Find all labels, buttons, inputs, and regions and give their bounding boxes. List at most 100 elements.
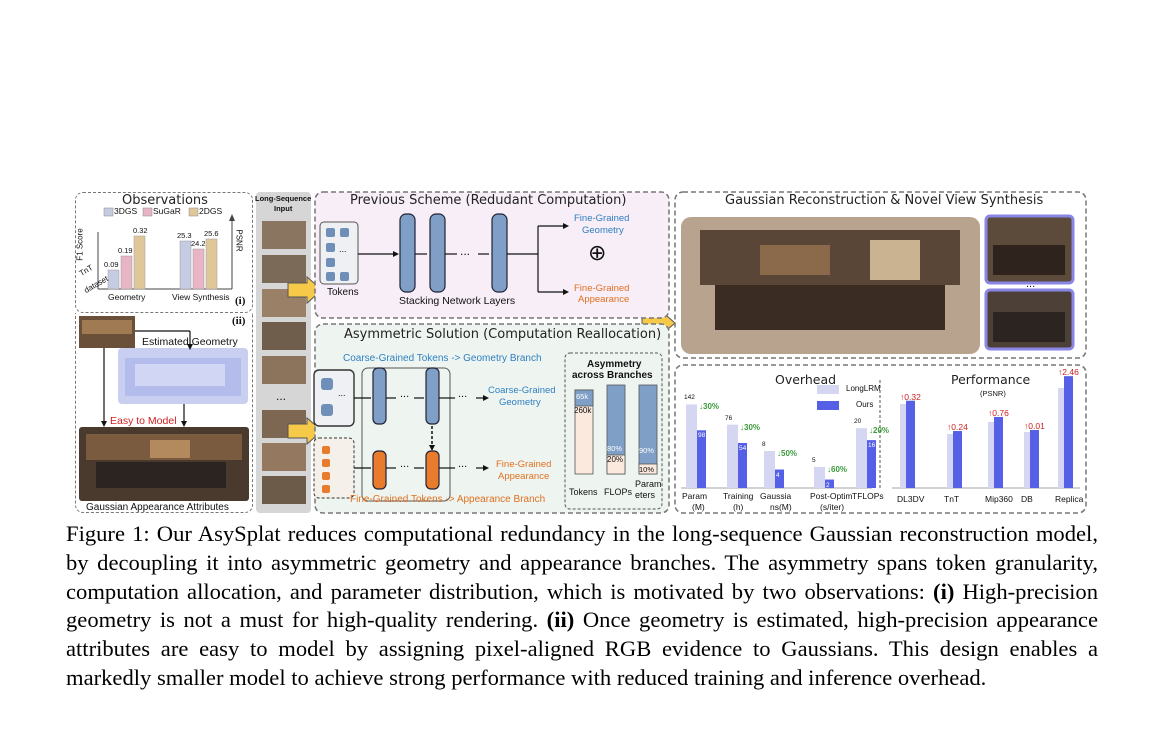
asym-label-flops: FLOPs — [604, 487, 633, 497]
view-value-2dgs: 25.6 — [204, 229, 219, 238]
observations-title: Observations — [122, 193, 208, 208]
overhead-bar-longlrm — [727, 424, 738, 488]
out-geometry-2: Geometry — [582, 225, 624, 236]
previous-scheme-diagram — [319, 213, 569, 295]
overhead-category: Training — [723, 491, 754, 501]
observation-illustration — [79, 316, 249, 501]
overhead-bar-longlrm — [856, 428, 867, 488]
geometry-bar-2dgs — [133, 235, 146, 290]
legend-longlrm: LongLRM — [846, 384, 881, 393]
geometry-out-dots: ... — [458, 388, 468, 400]
layers-label: Stacking Network Layers — [399, 295, 516, 307]
overhead-bar-longlrm — [814, 466, 825, 488]
previous-layer — [429, 213, 446, 293]
params-bar — [638, 384, 658, 475]
input-frames — [256, 192, 311, 513]
fine-out-2: Appearance — [498, 471, 550, 482]
performance-gain: ↑2.46 — [1058, 367, 1079, 378]
performance-bar-ours — [1030, 429, 1039, 488]
overhead-title: Overhead — [775, 372, 837, 387]
performance-bar-longlrm — [1024, 432, 1034, 488]
out-geometry-1: Fine-Grained — [574, 213, 630, 224]
flops-bottom-value: 20% — [607, 455, 624, 464]
overhead-category-unit: (s/iter) — [820, 502, 845, 512]
overhead-bar-ours — [867, 440, 876, 488]
overhead-value-longlrm: 76 — [725, 414, 733, 422]
legend-swatch-3dgs — [103, 207, 114, 217]
performance-bar-ours — [906, 400, 915, 488]
observation-lower-panel — [75, 313, 253, 513]
performance-category: Mip360 — [985, 494, 1013, 504]
overhead-category: Param — [682, 491, 708, 501]
overhead-bar-ours — [825, 479, 834, 488]
reconstruction-ellipsis: ... — [1026, 278, 1036, 290]
overhead-bar-ours — [738, 442, 747, 488]
appearance-layer — [425, 450, 440, 490]
fine-out-1: Fine-Grained — [496, 459, 552, 470]
overhead-category-unit: ns(M) — [770, 502, 792, 512]
performance-gain: ↑0.24 — [947, 422, 968, 433]
asymmetric-title: Asymmetric Solution (Computation Realloc… — [344, 327, 662, 342]
overhead-value-longlrm: 20 — [854, 418, 862, 426]
overhead-bar-longlrm — [764, 451, 775, 488]
overhead-bar-ours — [775, 469, 784, 488]
asym-label-params: Param eters — [635, 479, 662, 500]
overhead-value-ours: 54 — [739, 444, 747, 452]
tokens-label: Tokens — [327, 287, 359, 298]
coarse-token-dots: ... — [338, 388, 346, 398]
geometry-value-3dgs: 0.09 — [104, 260, 119, 269]
geometry-bar-3dgs — [107, 269, 120, 290]
performance-bar-longlrm — [1058, 388, 1068, 488]
input-column-ellipsis: ... — [276, 389, 287, 403]
performance-subtitle: (PSNR) — [980, 389, 1006, 398]
input-column-title-1: Long-Sequence — [255, 194, 312, 203]
view-value-3dgs: 25.3 — [177, 231, 192, 240]
previous-layer — [399, 213, 416, 293]
legend-swatch-sugar — [142, 207, 153, 217]
overhead-value-longlrm: 142 — [684, 394, 695, 402]
reconstruction-title: Gaussian Reconstruction & Novel View Syn… — [725, 193, 1044, 208]
overhead-bar-ours — [697, 430, 706, 488]
token-stack — [319, 221, 359, 285]
asymmetry-title-2: across Branches — [572, 370, 653, 381]
plus-icon: ⊕ — [588, 240, 607, 265]
caption-part-2: High-precision geometry is not a must fo… — [66, 578, 1098, 633]
overhead-category: TFLOPs — [852, 491, 884, 501]
legend-2dgs: 2DGS — [199, 206, 223, 216]
overhead-reduction: ↓50% — [777, 449, 798, 459]
overhead-value-ours: 2 — [826, 481, 830, 489]
overhead-bar-longlrm — [686, 404, 697, 488]
performance-bar-ours — [1064, 376, 1073, 488]
performance-category: Replica — [1055, 494, 1084, 504]
layer-dots: ... — [460, 244, 471, 258]
appearance-out-dots: ... — [458, 458, 468, 470]
legend-longlrm-swatch — [817, 385, 839, 394]
overhead-value-longlrm: 8 — [762, 441, 766, 449]
legend-sugar: SuGaR — [153, 206, 181, 216]
overhead-category: Post-Optim — [810, 491, 853, 501]
performance-title: Performance — [951, 372, 1031, 387]
legend-swatch-2dgs — [188, 207, 199, 217]
previous-layer — [491, 213, 508, 293]
overhead-category-unit: (M) — [692, 502, 705, 512]
y-right-label: PSNR — [234, 229, 244, 252]
marker-ii: (ii) — [232, 315, 246, 327]
legend-3dgs: 3DGS — [114, 206, 138, 216]
performance-bar-ours — [953, 431, 962, 488]
view-bar-3dgs — [179, 240, 192, 290]
performance-category: DB — [1021, 494, 1033, 504]
asymmetry-title-1: Asymmetry — [587, 359, 642, 370]
caption-marker-i: (i) — [933, 578, 955, 604]
input-column-title-2: Input — [274, 204, 293, 213]
marker-i: (i) — [235, 295, 246, 307]
fine-tokens-label: Fine-Grained Tokens -> Appearance Branch — [350, 494, 546, 505]
legend-ours: Ours — [856, 400, 874, 409]
overhead-value-ours: 98 — [698, 432, 706, 440]
caption-marker-ii: (ii) — [546, 607, 575, 633]
overhead-reduction: ↓30% — [699, 402, 720, 412]
out-appearance-2: Appearance — [578, 294, 630, 305]
caption-part-3: Once geometry is estimated, high-precisi… — [66, 607, 1098, 690]
coarse-out-2: Geometry — [499, 397, 541, 408]
overhead-category-unit: (h) — [733, 502, 744, 512]
